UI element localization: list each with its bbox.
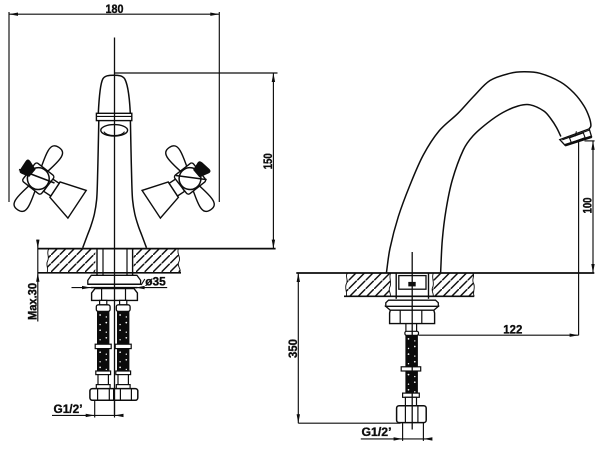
svg-text:G1/2’: G1/2’	[362, 425, 392, 439]
svg-text:180: 180	[106, 2, 124, 16]
svg-text:Max.30: Max.30	[25, 283, 39, 320]
svg-text:350: 350	[286, 339, 300, 358]
svg-text:122: 122	[503, 323, 522, 337]
svg-text:G1/2’: G1/2’	[54, 402, 83, 416]
svg-text:150: 150	[261, 153, 275, 169]
svg-text:100: 100	[581, 197, 595, 213]
svg-text:ø35: ø35	[145, 275, 166, 289]
